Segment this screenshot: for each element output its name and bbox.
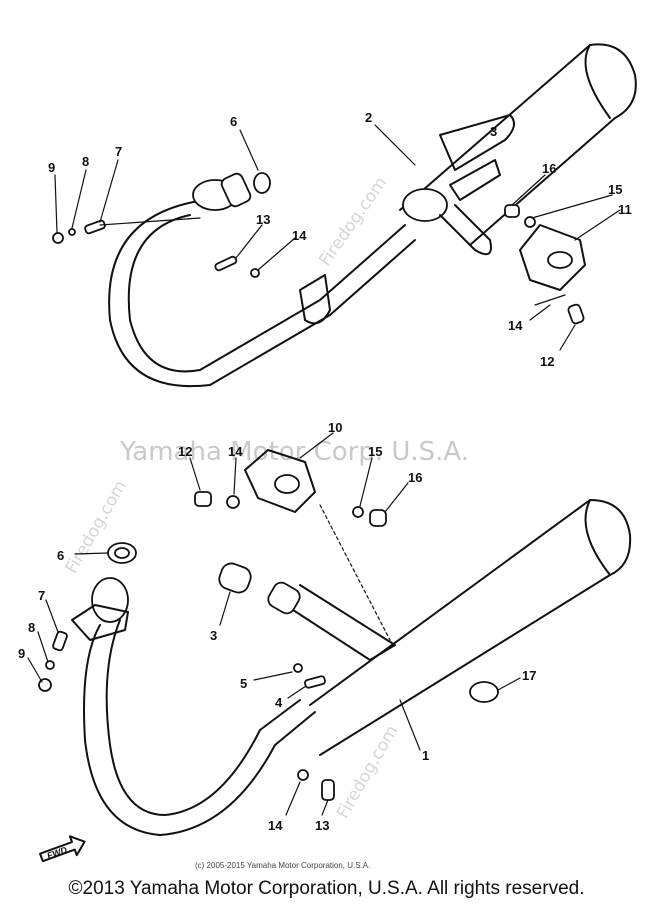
fwd-label: FWD: [46, 844, 69, 861]
callout-8: 8: [82, 154, 89, 169]
top-bolt-13: [214, 255, 238, 272]
bottom-washer-14b: [297, 769, 309, 781]
bottom-bolt-13: [321, 779, 335, 801]
top-mounting-plate: [519, 224, 586, 291]
top-exhaust-assembly: 2 3 6 7 8 9 11 12 13 14 14 15 16: [48, 43, 637, 388]
callout-16: 16: [542, 161, 556, 176]
callout-6: 6: [230, 114, 237, 129]
inner-copyright: (c) 2005-2015 Yamaha Motor Corporation, …: [195, 861, 370, 870]
bottom-damper: [218, 562, 252, 594]
callout-2: 2: [365, 110, 372, 125]
bottom-exhaust-assembly: 1 3 4 5 6 7 8 9 10 12 13 14 14 15 16 17: [18, 420, 632, 836]
callout-3: 3: [490, 124, 497, 139]
top-header-pipe: [127, 214, 406, 373]
callout-b16: 16: [408, 470, 422, 485]
callout-14b: 14: [508, 318, 523, 333]
top-washer-15: [524, 216, 536, 228]
callout-b9: 9: [18, 646, 25, 661]
callout-b7: 7: [38, 588, 45, 603]
top-gasket: [253, 172, 271, 194]
bottom-washer-8: [45, 660, 55, 670]
top-tailpipe: [439, 204, 492, 256]
top-nut-16: [504, 204, 520, 218]
callout-b13: 13: [315, 818, 329, 833]
forward-arrow: FWD: [39, 835, 86, 863]
top-exhaust-joint: [220, 172, 252, 208]
bottom-nut-16: [369, 509, 387, 527]
bottom-pin-7: [52, 630, 68, 652]
top-bolt-14: [534, 294, 566, 306]
callout-14a: 14: [292, 228, 307, 243]
bottom-joint: [267, 581, 301, 615]
callout-b14b: 14: [268, 818, 283, 833]
callout-b10: 10: [328, 420, 342, 435]
bottom-muffler-end: [584, 499, 611, 576]
top-washer-8: [68, 228, 76, 236]
bottom-exhaust-flange: [91, 577, 129, 623]
callout-b5: 5: [240, 676, 247, 691]
bottom-flange-plate: [71, 604, 129, 641]
top-heat-shield: [439, 114, 515, 171]
callout-b4: 4: [275, 695, 283, 710]
bottom-inner-pipe: [269, 584, 396, 661]
callout-b6: 6: [57, 548, 64, 563]
watermark-site-3: Firedog.com: [333, 722, 402, 822]
top-bolt-12: [567, 303, 585, 325]
callout-7: 7: [115, 144, 122, 159]
callout-12: 12: [540, 354, 554, 369]
top-nut-9: [52, 232, 64, 244]
fwd-arrow-icon: [39, 835, 86, 863]
bottom-mounting-plate: [244, 449, 316, 513]
watermark-site-1: Firedog.com: [315, 173, 391, 270]
callout-9: 9: [48, 160, 55, 175]
bottom-bolt-4: [304, 675, 326, 689]
bottom-washer-14: [226, 495, 240, 509]
callout-b15: 15: [368, 444, 382, 459]
callout-b1: 1: [422, 748, 429, 763]
top-pipe-bracket: [299, 274, 331, 325]
bottom-bolt-12: [194, 491, 212, 507]
top-pin-7: [84, 219, 106, 235]
top-muffler: [399, 43, 637, 246]
watermark-center: Yamaha Motor Corp. U.S.A.: [119, 437, 469, 467]
footer-copyright: ©2013 Yamaha Motor Corporation, U.S.A. A…: [68, 878, 585, 899]
callout-b14a: 14: [228, 444, 243, 459]
callout-13: 13: [256, 212, 270, 227]
callout-b12: 12: [178, 444, 192, 459]
top-muffler-end: [584, 44, 611, 119]
bottom-plate-hole: [274, 474, 300, 494]
bottom-washer-5: [293, 663, 303, 673]
top-washer-14: [250, 268, 260, 278]
top-muffler-collar: [402, 188, 448, 222]
bottom-washer-15: [352, 506, 364, 518]
top-inner-shield: [449, 159, 501, 201]
bottom-cap-17: [469, 681, 499, 703]
callout-b3: 3: [210, 628, 217, 643]
bottom-muffler: [309, 499, 632, 756]
callout-15: 15: [608, 182, 622, 197]
top-plate-hole: [547, 251, 573, 269]
callout-11: 11: [618, 202, 632, 217]
bottom-header-pipe: [83, 624, 316, 836]
callout-b8: 8: [28, 620, 35, 635]
callout-b17: 17: [522, 668, 536, 683]
